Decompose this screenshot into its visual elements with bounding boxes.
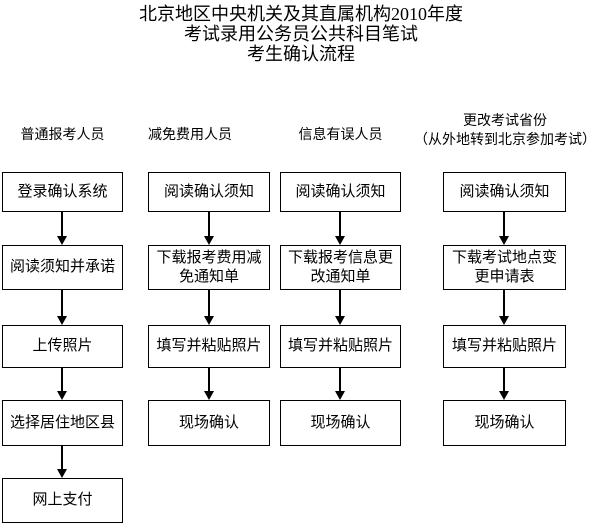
flow-step-read-confirmation-notice: 阅读确认须知 [280, 172, 401, 212]
arrow-down-icon [204, 368, 214, 400]
column-header-fee-reduction: 减免费用人员 [148, 128, 232, 143]
arrow-down-icon [335, 368, 345, 400]
flow-step-upload-photo: 上传照片 [2, 325, 123, 368]
flow-step-select-residence-district: 选择居住地区县 [2, 400, 123, 446]
arrow-down-icon [57, 368, 67, 400]
arrow-down-icon [57, 446, 67, 478]
flow-step-onsite-confirmation: 现场确认 [443, 400, 566, 446]
flow-step-download-location-change-form: 下载考试地点变 更申请表 [443, 245, 566, 290]
flow-step-fill-and-paste-photo: 填写并粘贴照片 [148, 325, 270, 368]
flow-step-onsite-confirmation: 现场确认 [280, 400, 401, 446]
flow-step-onsite-confirmation: 现场确认 [148, 400, 270, 446]
flow-step-online-payment: 网上支付 [2, 478, 123, 523]
flow-step-download-fee-reduction-notice: 下载报考费用减 免通知单 [148, 245, 270, 290]
flow-step-read-confirmation-notice: 阅读确认须知 [148, 172, 270, 212]
arrow-down-icon [57, 212, 67, 245]
arrow-down-icon [499, 290, 509, 325]
arrow-down-icon [335, 212, 345, 245]
arrow-down-icon [499, 212, 509, 245]
flow-step-fill-and-paste-photo: 填写并粘贴照片 [443, 325, 566, 368]
arrow-down-icon [499, 368, 509, 400]
page-title-line-3: 考生确认流程 [247, 44, 355, 64]
arrow-down-icon [204, 212, 214, 245]
page-title-line-1: 北京地区中央机关及其直属机构2010年度 [139, 4, 463, 24]
flow-step-fill-and-paste-photo: 填写并粘贴照片 [280, 325, 401, 368]
flow-step-read-notice-and-promise: 阅读须知并承诺 [2, 245, 123, 290]
arrow-down-icon [204, 290, 214, 325]
flow-step-download-info-change-notice: 下载报考信息更 改通知单 [280, 245, 401, 290]
flow-step-login-confirm-system: 登录确认系统 [2, 172, 123, 212]
arrow-down-icon [57, 290, 67, 325]
page-title-line-2: 考试录用公务员公共科目笔试 [184, 24, 418, 44]
column-header-incorrect-info: 信息有误人员 [298, 128, 383, 143]
arrow-down-icon [335, 290, 345, 325]
column-header-change-exam-province: 更改考试省份 （从外地转到北京参加考试） [414, 114, 596, 148]
flow-step-read-confirmation-notice: 阅读确认须知 [443, 172, 566, 212]
column-header-ordinary-applicants: 普通报考人员 [20, 128, 105, 143]
page-title: 北京地区中央机关及其直属机构2010年度 考试录用公务员公共科目笔试 考生确认流… [0, 4, 602, 64]
